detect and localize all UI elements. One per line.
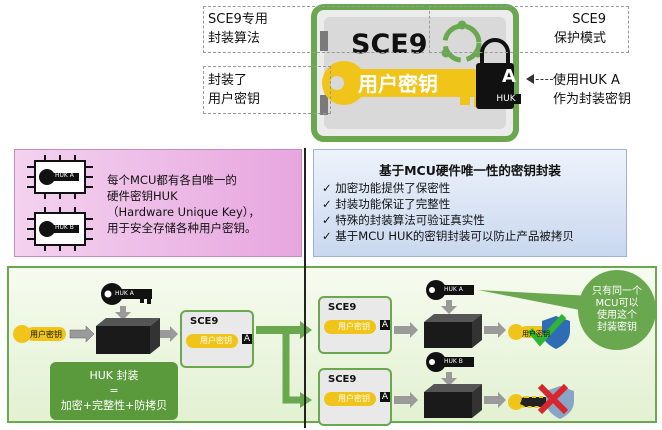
dashed-box-right bbox=[429, 6, 629, 53]
same-mcu-callout: 只有同一个 MCU可以 使用这个 封装密钥 bbox=[578, 270, 656, 350]
shield-check-icon bbox=[527, 313, 570, 349]
output-key-label: 用户密钥 bbox=[522, 330, 550, 338]
chip-a-icon bbox=[27, 155, 93, 199]
lock-letter: A bbox=[502, 66, 516, 87]
huk-description: 每个MCU都有各自唯一的 硬件密钥HUK （Hardware Unique Ke… bbox=[107, 173, 260, 235]
unwrap-box-icon bbox=[424, 314, 482, 348]
huk-pointer-arrow bbox=[531, 79, 553, 80]
unwrap-box-b-icon bbox=[424, 384, 482, 418]
chip-a-label: HUK A bbox=[55, 172, 74, 179]
safe-key-label: 用户密钥 bbox=[358, 72, 438, 96]
shield-cross-icon bbox=[537, 383, 574, 419]
flow-graphics bbox=[13, 280, 592, 419]
huk-key-bottom-label: HUK B bbox=[444, 358, 463, 365]
safe-title: SCE9 bbox=[351, 29, 428, 60]
benefit-item: ✓ 基于MCU HUK的密钥封装可以防止产品被拷贝 bbox=[322, 229, 574, 243]
mini-safe-match: SCE9 用户密钥 A bbox=[318, 296, 392, 354]
benefits-title: 基于MCU硬件唯一性的密钥封装 bbox=[379, 163, 561, 178]
key-wrap-benefits-panel: 基于MCU硬件唯一性的密钥封装 ✓ 加密功能提供了保密性 ✓ 封装功能保证了完整… bbox=[313, 149, 627, 257]
chip-b-icon bbox=[27, 207, 93, 251]
lock-tag: HUK bbox=[491, 94, 521, 104]
huk-key-top-label: HUK A bbox=[444, 286, 463, 293]
huk-a-key-icon bbox=[426, 280, 474, 300]
gold-key-icon bbox=[322, 61, 484, 107]
benefit-item: ✓ 加密功能提供了保密性 bbox=[322, 181, 451, 195]
wrap-box-icon bbox=[96, 318, 160, 354]
input-key-label: 用户密钥 bbox=[30, 330, 62, 339]
benefit-item: ✓ 特殊的封装算法可验证真实性 bbox=[322, 213, 485, 227]
section-divider bbox=[304, 148, 306, 428]
huk-info-panel: HUK A HUK B 每个MCU都有各自唯一的 硬件密钥HUK （Hardwa… bbox=[14, 149, 302, 257]
sce9-algo-label: SCE9专用封装算法 bbox=[208, 12, 268, 46]
input-key-icon bbox=[13, 325, 66, 343]
broken-key-icon bbox=[508, 394, 551, 410]
wrapped-key-label: 封装了用户密钥 bbox=[208, 73, 261, 107]
huk-key-icon bbox=[101, 283, 152, 305]
safe-illustration bbox=[311, 4, 519, 142]
huk-b-key-icon bbox=[426, 352, 474, 372]
benefit-item: ✓ 封装功能保证了完整性 bbox=[322, 197, 451, 211]
chip-b-label: HUK B bbox=[55, 224, 74, 231]
dashed-box-left bbox=[203, 6, 424, 53]
mini-safe-source: SCE9 用户密钥 A bbox=[180, 310, 254, 368]
huk-key-label: HUK A bbox=[115, 290, 134, 297]
benefits-list: ✓ 加密功能提供了保密性 ✓ 封装功能保证了完整性 ✓ 特殊的封装算法可验证真实… bbox=[322, 180, 574, 244]
mini-safe-mismatch: SCE9 用户密钥 A bbox=[318, 368, 392, 426]
huk-pointer-head bbox=[526, 74, 534, 84]
huk-wrap-summary: HUK 封装 = 加密+完整性+防拷贝 bbox=[50, 362, 178, 420]
dashed-box-mid bbox=[203, 66, 331, 114]
